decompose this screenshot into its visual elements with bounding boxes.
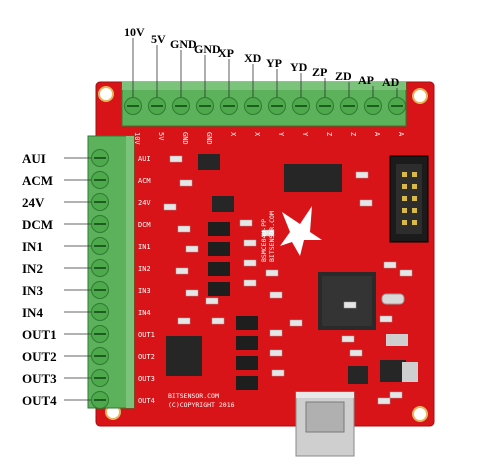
left-pin-label: ACM: [22, 173, 54, 188]
pcb-left-silk-text: OUT4: [138, 397, 155, 405]
pin-header: [389, 155, 429, 243]
pcb-footer-text: BITSENSOR.COM: [168, 392, 219, 400]
pcb-top-silk-text: 5V: [157, 132, 165, 141]
top-terminal-block: [121, 81, 407, 127]
pcb-top-silk-text: 10V: [133, 132, 141, 145]
top-pin-label: AD: [382, 75, 400, 89]
pcb-top-silk-text: X: [229, 132, 237, 137]
top-pin-label: 10V: [124, 25, 145, 39]
left-terminal-block: [87, 135, 135, 409]
left-pin-label: DCM: [22, 217, 54, 232]
pcb-left-silk-text: 24V: [138, 199, 151, 207]
top-pin-label: ZD: [335, 69, 352, 83]
pcb-left-silk-text: OUT3: [138, 375, 155, 383]
left-pin-label: AUI: [22, 151, 46, 166]
pcb-brand-text: BITSENSOR.COM: [268, 211, 276, 262]
pcb-model-text: BSMCE04U-PP: [260, 219, 268, 262]
pcb-left-silk-text: OUT2: [138, 353, 155, 361]
pcb-top-silk-text: A: [373, 132, 381, 137]
left-pin-label: OUT3: [22, 371, 57, 386]
top-pin-label: AP: [358, 73, 374, 87]
pcb-top-silk-text: GND: [205, 132, 213, 145]
pcb-left-silk-text: ACM: [138, 177, 151, 185]
pcb-left-silk-text: IN4: [138, 309, 151, 317]
chips: [166, 154, 418, 384]
left-pin-label: 24V: [22, 195, 45, 210]
top-pin-label: GND: [194, 42, 221, 56]
top-pin-label: YD: [290, 60, 308, 74]
left-pin-label: IN4: [22, 305, 43, 320]
top-pin-label: GND: [170, 37, 197, 51]
optocouplers: [208, 222, 258, 390]
top-pin-label: XP: [218, 46, 234, 60]
left-pin-label: IN3: [22, 283, 43, 298]
pcb-left-silk-text: OUT1: [138, 331, 155, 339]
pcb-left-silk-text: IN3: [138, 287, 151, 295]
pcb-top-silk-text: A: [397, 132, 405, 137]
pcb-left-silk-text: IN2: [138, 265, 151, 273]
top-pin-label: XD: [244, 51, 262, 65]
pcb-top-silk-text: Z: [325, 132, 333, 136]
left-pin-label: OUT1: [22, 327, 57, 342]
smd-components: [163, 155, 413, 405]
crystal: [381, 293, 405, 305]
pcb-left-silk-text: DCM: [138, 221, 151, 229]
left-pin-label: OUT2: [22, 349, 57, 364]
top-pin-label: YP: [266, 56, 282, 70]
pcb-left-silk-text: AUI: [138, 155, 151, 163]
pcb-top-silk-text: X: [253, 132, 261, 137]
left-pin-label: OUT4: [22, 393, 57, 408]
pcb-top-silk-text: Z: [349, 132, 357, 136]
top-pin-label: 5V: [151, 32, 166, 46]
top-pin-label: ZP: [312, 65, 328, 79]
left-pin-label: IN2: [22, 261, 43, 276]
pcb-top-silk-text: Y: [301, 132, 309, 137]
pcb-top-silk-text: Y: [277, 132, 285, 137]
left-pin-label: IN1: [22, 239, 43, 254]
pcb-left-silk-text: IN1: [138, 243, 151, 251]
pcb-footer-text: (C)COPYRIGHT 2016: [168, 401, 235, 409]
pcb-top-silk-text: GND: [181, 132, 189, 145]
usb-connector: [295, 391, 355, 457]
eagle-logo: [280, 206, 322, 256]
